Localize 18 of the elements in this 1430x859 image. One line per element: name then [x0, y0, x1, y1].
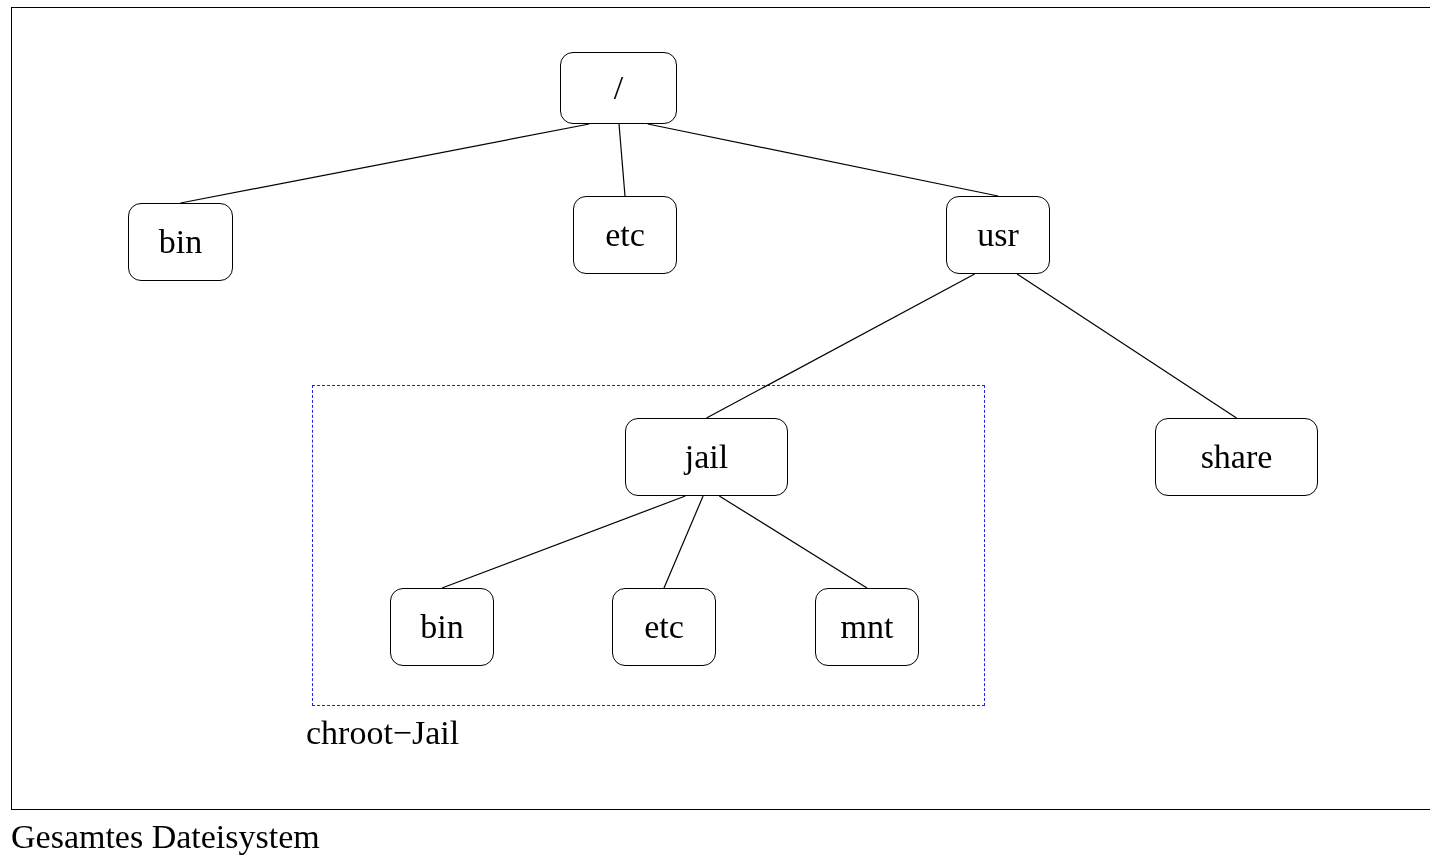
directory-box: jail [625, 418, 788, 496]
directory-box: mnt [815, 588, 919, 666]
tree-line [441, 495, 686, 589]
directory-box: bin [128, 203, 233, 281]
tree-line [647, 123, 999, 197]
group-label: Gesamtes Dateisystem [11, 820, 320, 854]
tree-line [663, 495, 704, 589]
directory-box: / [560, 52, 677, 124]
directory-box: etc [612, 588, 716, 666]
directory-box: usr [946, 196, 1050, 274]
tree-line [618, 123, 626, 197]
tree-line [1016, 273, 1238, 419]
directory-box: bin [390, 588, 494, 666]
tree-line [718, 495, 868, 589]
tree-line [705, 273, 976, 419]
directory-box: etc [573, 196, 677, 274]
directory-box: share [1155, 418, 1318, 496]
group-label: chroot−Jail [306, 716, 460, 750]
